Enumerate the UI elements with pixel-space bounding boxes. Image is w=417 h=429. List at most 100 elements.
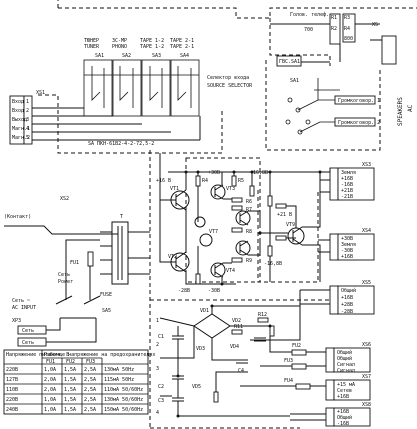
source-label-tuner: TЮНЕР <box>84 38 99 44</box>
table-cell: 2,5А <box>84 387 96 393</box>
cord-label-2: Сеть <box>22 340 34 346</box>
power-switch-label-ru: Сеть <box>58 272 70 278</box>
label-vd3: VD3 <box>196 346 205 352</box>
xs3-line-1: Земля <box>341 170 356 176</box>
xs5-line-4: -28В <box>341 309 353 315</box>
xs3-line-4: +21В <box>341 188 353 194</box>
cord-label-1: Сеть <box>22 328 34 334</box>
xs1-name-2: Вход <box>12 108 24 114</box>
sa4-label: SA4 <box>180 53 189 59</box>
label-vt4: VT4 <box>226 268 235 274</box>
xs5-line-3: +28В <box>341 302 353 308</box>
label-vt1: VT1 <box>170 186 179 192</box>
xs1-name-4: Магн.1 <box>12 126 30 132</box>
transformer <box>100 221 150 285</box>
table-cell: 2,0А <box>44 377 56 383</box>
transistor-vt5 <box>235 210 251 226</box>
psu-contact-4: 4 <box>156 410 159 416</box>
fuse-fu4 <box>295 383 311 390</box>
xs-label: XS <box>372 22 378 28</box>
transformer-label: T <box>120 214 123 220</box>
xs1-pin-2: 2 <box>26 108 29 114</box>
table-cell: 2,5А <box>84 377 96 383</box>
label-fu1: FU1 <box>70 260 79 266</box>
xs6-line-2: Общий <box>337 355 352 362</box>
xs1-label: XS1 <box>36 90 45 96</box>
xs7-line-3: +16В <box>337 394 349 400</box>
source-label-tape2-en: TAPE 2-1 <box>170 44 194 50</box>
xs1-pin-5: 5 <box>26 135 29 141</box>
label-fu3: FU3 <box>284 358 293 364</box>
hp-r1: R1 <box>331 15 337 21</box>
xs6-line-1: Общий <box>337 349 352 356</box>
table-cell: 1,5А <box>64 407 76 413</box>
selector-bus-caption: SA ПКН-61В2-4-2-72,5-2 <box>88 141 154 147</box>
xs4-label: XS4 <box>362 228 371 234</box>
table-cell: 220В <box>6 367 18 373</box>
label-vt3: VT3 <box>226 186 235 192</box>
xs3-line-2: +16В <box>341 176 353 182</box>
table-cell: 130мА 50/60Hz <box>104 397 143 403</box>
selector-title-ru: Селектор входа <box>207 75 249 81</box>
xs5-label: XS5 <box>362 280 371 286</box>
table-cell: 240В <box>6 407 18 413</box>
label-vd5: VD5 <box>192 384 201 390</box>
xp3-label: XP3 <box>12 318 21 324</box>
xs3-label: XS3 <box>362 162 371 168</box>
power-amplifier: +16 В +30В +16,8В +21 В -16,8В -28В -30В… <box>149 150 330 428</box>
xs2-sub: (Контакт) <box>4 214 31 220</box>
voltage-table: Напряжение питания, В Рабочее напряжение… <box>3 349 155 415</box>
xs4-line-4: +16В <box>341 254 353 260</box>
label-r6: R6 <box>246 199 252 205</box>
table-cell: 2,5А <box>84 367 96 373</box>
bridge-rectifier <box>193 313 231 339</box>
xs7-line-1: +15 мА <box>337 382 355 388</box>
speakers-title-ac: AC <box>407 104 414 112</box>
xs6-label: XS6 <box>362 342 371 348</box>
sa1-label: SA1 <box>95 53 104 59</box>
ac-input-ru: Сеть ~ <box>12 298 30 304</box>
rail-minus30: -30В <box>208 288 220 294</box>
chassis-border-top <box>57 0 417 19</box>
xs6-line-4: Сигнал <box>337 368 355 374</box>
speaker-out-2: Громкоговор. 2 <box>338 120 380 126</box>
psu-contact-1: 1 <box>156 318 159 324</box>
xs1-name-3: Выход <box>12 117 27 123</box>
capacitor-group <box>172 335 266 402</box>
label-r11: R11 <box>234 324 243 330</box>
hp-r3: R3 <box>344 15 350 21</box>
xs1-name-5: Магн.2 <box>12 135 30 141</box>
speaker-switch-label: SA1 <box>290 78 299 84</box>
hp-r5: 800 <box>344 36 353 42</box>
table-header-fuses: Рабочее напряжение на предохранителях <box>44 351 155 358</box>
label-r8: R8 <box>246 229 252 235</box>
table-body: 220В 1,0А 1,5А 2,5А 130мА 50Hz 127В 2,0А… <box>6 367 143 413</box>
mains-input: XS2 (Контакт) T FU1 FUSE SA5 Сеть Power … <box>4 196 150 347</box>
hp-sa-label: ГВС.SA1 <box>279 59 300 65</box>
label-fu4: FU4 <box>284 378 293 384</box>
table-cell: 1,0А <box>44 397 56 403</box>
xs4-line-2: Земля <box>341 242 356 248</box>
rail-plus30: +30В <box>208 170 220 176</box>
table-cell: 115мА 50Hz <box>104 377 134 383</box>
xs7-label: XS7 <box>362 374 371 380</box>
power-supply-board: VD1 VD2 VD3 VD4 VD5 C1 C2 C4 C3 R11 R12 … <box>150 290 330 429</box>
xs6-line-3: Сигнал <box>337 362 355 368</box>
xs1-pin-1: 1 <box>26 99 29 105</box>
xs5-line-1: Общий <box>341 287 356 294</box>
selector-title-en: SOURCE SELECTOR <box>207 83 253 89</box>
ac-input-en: AC INPUT <box>12 305 36 311</box>
rail-minus168: -16,8В <box>264 261 282 267</box>
table-cell: 220В <box>6 397 18 403</box>
label-c2: C2 <box>158 384 164 390</box>
table-cell: 110мА 50/60Hz <box>104 387 143 393</box>
table-cell: 2,0А <box>44 387 56 393</box>
table-cell: 150мА 50/60Hz <box>104 407 143 413</box>
switch-bank <box>83 59 200 117</box>
headphones-label: Голов. телеф. <box>290 12 329 18</box>
xs8-line-2: Общий <box>337 414 352 421</box>
fuse-fu3 <box>291 363 307 370</box>
xs8-line-1: +16В <box>337 409 349 415</box>
label-vd4: VD4 <box>230 344 239 350</box>
